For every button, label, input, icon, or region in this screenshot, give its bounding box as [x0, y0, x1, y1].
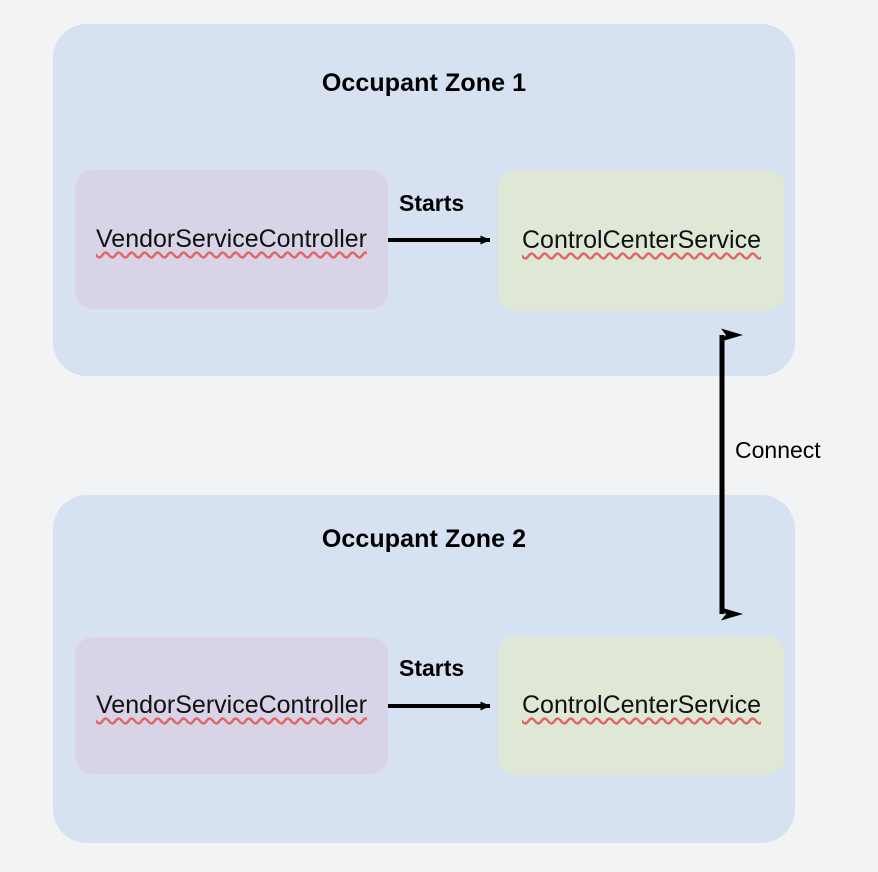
occupant-zone-2-container[interactable]: Occupant Zone 2 VendorServiceController …: [53, 495, 795, 843]
node-vendor-service-controller-zone-1[interactable]: VendorServiceController: [75, 170, 388, 309]
node-vendor-service-controller-zone-2[interactable]: VendorServiceController: [75, 637, 388, 774]
node-label-vendor-service-controller-zone-2: VendorServiceController: [96, 691, 367, 719]
node-label-vendor-service-controller-zone-1: VendorServiceController: [96, 225, 367, 253]
occupant-zone-2-title: Occupant Zone 2: [321, 525, 527, 553]
edge-label-starts-zone-1: Starts: [399, 190, 465, 216]
node-control-center-service-zone-2[interactable]: ControlCenterService: [498, 636, 785, 775]
occupant-zone-1-container[interactable]: Occupant Zone 1 VendorServiceController …: [53, 24, 795, 376]
edge-label-connect: Connect: [735, 437, 821, 463]
node-label-control-center-service-zone-2: ControlCenterService: [522, 691, 761, 719]
occupant-zone-1-title: Occupant Zone 1: [321, 69, 527, 97]
edge-label-starts-zone-2: Starts: [399, 655, 465, 681]
node-control-center-service-zone-1[interactable]: ControlCenterService: [498, 170, 785, 311]
node-label-control-center-service-zone-1: ControlCenterService: [522, 226, 761, 254]
